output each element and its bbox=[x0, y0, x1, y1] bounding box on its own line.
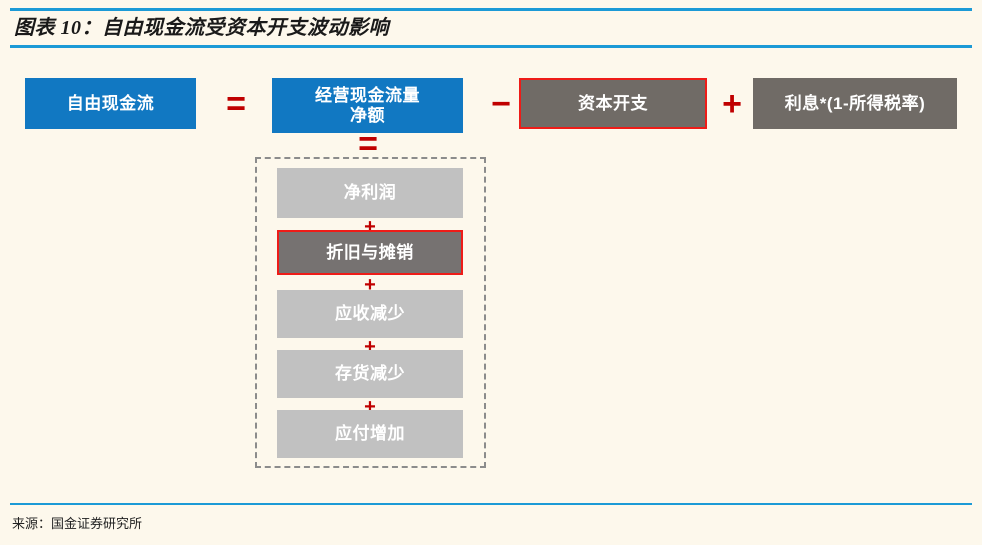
breakdown-dashed-container bbox=[255, 157, 486, 468]
box-payables-increase: 应付增加 bbox=[277, 410, 463, 458]
title-rule-top bbox=[10, 8, 972, 11]
box-free-cash-flow: 自由现金流 bbox=[25, 78, 196, 129]
box-label: 应付增加 bbox=[335, 424, 405, 444]
box-label: 折旧与摊销 bbox=[326, 242, 414, 262]
footer-rule bbox=[10, 503, 972, 505]
box-label: 存货减少 bbox=[335, 364, 405, 384]
operator-plus-top: + bbox=[722, 85, 742, 123]
box-label: 应收减少 bbox=[335, 304, 405, 324]
operator-minus-top: − bbox=[491, 85, 511, 123]
box-label-line1: 经营现金流量 bbox=[315, 85, 420, 105]
box-label: 资本开支 bbox=[578, 93, 648, 113]
operator-equals-top: = bbox=[226, 85, 246, 123]
operator-plus-1: + bbox=[364, 216, 376, 238]
box-label-line2: 净额 bbox=[350, 105, 385, 125]
operator-plus-2: + bbox=[364, 274, 376, 296]
box-interest-after-tax: 利息*(1-所得税率) bbox=[753, 78, 957, 129]
box-receivables-decrease: 应收减少 bbox=[277, 290, 463, 338]
box-label: 利息*(1-所得税率) bbox=[784, 93, 926, 113]
page-title: 图表 10：自由现金流受资本开支波动影响 bbox=[14, 17, 389, 39]
title-rule-bottom bbox=[10, 45, 972, 48]
box-net-profit: 净利润 bbox=[277, 168, 463, 218]
box-depreciation-amortization: 折旧与摊销 bbox=[277, 230, 463, 275]
box-capital-expenditure: 资本开支 bbox=[519, 78, 707, 129]
box-operating-cash-flow-net: 经营现金流量 净额 bbox=[272, 78, 463, 133]
box-inventory-decrease: 存货减少 bbox=[277, 350, 463, 398]
box-label: 净利润 bbox=[343, 183, 397, 203]
box-label: 自由现金流 bbox=[66, 93, 155, 113]
operator-plus-4: + bbox=[364, 396, 376, 418]
operator-plus-3: + bbox=[364, 336, 376, 358]
source-note: 来源：国金证券研究所 bbox=[12, 516, 143, 531]
operator-equals-breakdown: = bbox=[358, 125, 378, 163]
